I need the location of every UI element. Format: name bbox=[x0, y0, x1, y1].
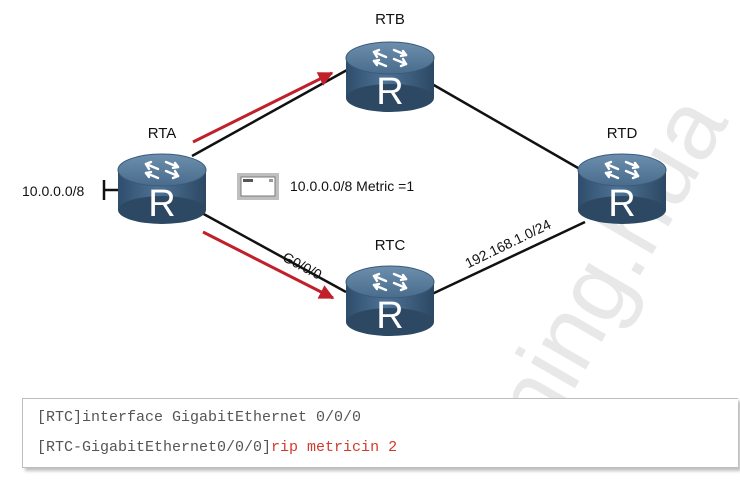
router-rtd-glyph: R bbox=[608, 183, 635, 225]
link-rta-rtb bbox=[191, 68, 348, 158]
update-arrow-to-rtb bbox=[192, 71, 334, 144]
router-rtc-glyph: R bbox=[376, 295, 403, 337]
link-rta-rtc bbox=[199, 210, 347, 294]
update-arrow-to-rtc bbox=[202, 230, 335, 300]
router-rtb-glyph: R bbox=[376, 71, 403, 113]
watermark: ning.hua bbox=[471, 77, 740, 450]
interface-label: G0/0/0 bbox=[280, 249, 325, 283]
label-rtb: RTB bbox=[375, 11, 405, 28]
label-rta: RTA bbox=[148, 125, 177, 142]
route-update-label: 10.0.0.0/8 Metric =1 bbox=[290, 178, 414, 194]
router-rtb: R bbox=[344, 40, 436, 114]
cli-prompt: [RTC-GigabitEthernet0/0/0] bbox=[37, 439, 272, 456]
update-packet: 10.0.0.0/8 Metric =1 bbox=[237, 173, 414, 200]
router-rtc: R bbox=[344, 264, 436, 338]
label-rtc: RTC bbox=[375, 237, 406, 254]
cli-line-2: [RTC-GigabitEthernet0/0/0]rip metricin 2 bbox=[37, 439, 397, 456]
cli-command: rip metricin 2 bbox=[271, 439, 398, 456]
cli-box: [RTC]interface GigabitEthernet 0/0/0 [RT… bbox=[22, 398, 738, 468]
link-rtc-rtd bbox=[431, 220, 586, 296]
router-rtd: R bbox=[576, 152, 668, 226]
link-rtb-rtd bbox=[431, 82, 586, 174]
cli-line-1: [RTC]interface GigabitEthernet 0/0/0 bbox=[37, 409, 362, 426]
router-rta: R bbox=[116, 152, 208, 226]
label-rtd: RTD bbox=[607, 125, 638, 142]
router-rta-glyph: R bbox=[148, 183, 175, 225]
rta-network-label: 10.0.0.0/8 bbox=[22, 183, 84, 199]
